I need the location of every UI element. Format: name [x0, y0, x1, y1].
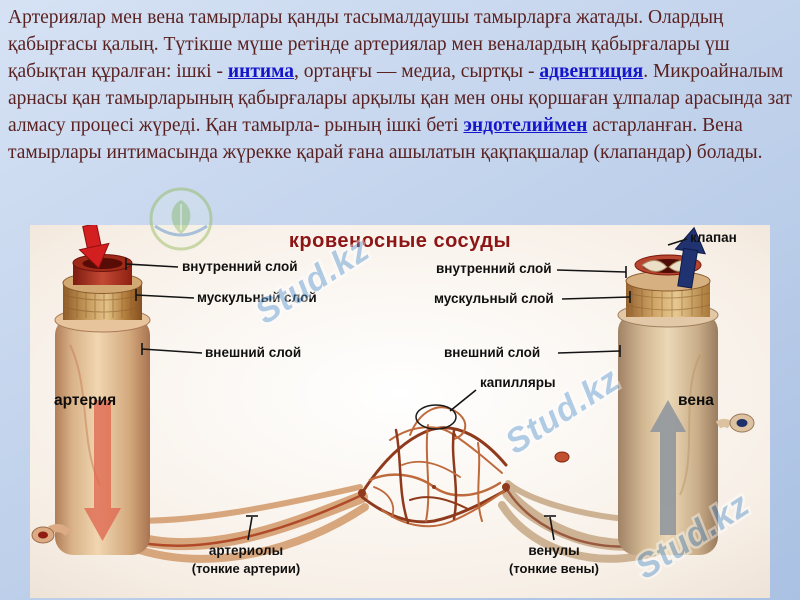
intro-text-4: астарланған. Вена тамырлары интимасында … [8, 115, 763, 163]
label-left-outer-layer: внешний слой [205, 345, 301, 360]
leader-lines [125, 238, 688, 541]
artery-flow-arrow [84, 400, 121, 541]
logo-circle [149, 187, 213, 251]
label-right-outer-layer: внешний слой [444, 345, 540, 360]
label-capillaries: капилляры [480, 375, 556, 390]
label-left-muscular-layer: мускульный слой [197, 290, 317, 305]
label-vein: вена [678, 392, 714, 409]
label-venules: венулы [528, 543, 579, 558]
diagram-title: кровеносные сосуды [289, 230, 511, 252]
vein-flow-arrow [650, 400, 686, 535]
capillary-annotation-circle [415, 404, 457, 430]
stud-kz-logo-watermark [148, 186, 214, 252]
vein-valve-flap-left [641, 260, 668, 272]
link-endothelium[interactable]: эндотелиймен [463, 115, 588, 136]
label-left-inner-layer: внутренний слой [182, 259, 298, 274]
artery-illustration [31, 225, 151, 555]
logo-watermark-canvas [149, 187, 213, 251]
vein-illustration [554, 226, 755, 555]
label-arterioles-sub: (тонкие артерии) [192, 561, 301, 576]
blood-vessels-diagram: кровеносные сосуды внутренний слой муску… [30, 225, 770, 598]
intro-text-3: . Микроайналым арнасы қан тамырларының қ… [8, 61, 792, 136]
intro-paragraph: Артериялар мен вена тамырлары қанды тасы… [8, 4, 796, 166]
link-adventitia[interactable]: адвентиция [539, 61, 644, 82]
logo-swoosh [154, 224, 208, 237]
label-right-inner-layer: внутренний слой [436, 261, 552, 276]
arteriole-branches [115, 484, 369, 563]
artery-cut-vessel [31, 524, 71, 544]
label-artery: артерия [54, 392, 116, 409]
vein-cut-vessel [715, 413, 755, 433]
label-right-muscular-layer: мускульный слой [434, 291, 554, 306]
vein-muscle-texture [625, 283, 711, 317]
diagram-canvas: кровеносные сосуды внутренний слой муску… [30, 225, 770, 598]
capillary-network [358, 406, 510, 528]
intro-text-1: Артериялар мен вена тамырлары қанды тасы… [8, 7, 730, 82]
small-cut-vessel [554, 451, 570, 463]
label-valve: клапан [690, 230, 737, 245]
artery-inflow-arrow [78, 225, 110, 269]
vein-outflow-arrow [674, 226, 706, 289]
label-venules-sub: (тонкие вены) [509, 561, 599, 576]
link-intima[interactable]: интима [227, 61, 295, 82]
intro-text-2: , ортаңғы — медиа, сыртқы - [294, 61, 540, 82]
label-arterioles: артериолы [209, 543, 283, 558]
logo-leaf-icon [171, 200, 191, 234]
